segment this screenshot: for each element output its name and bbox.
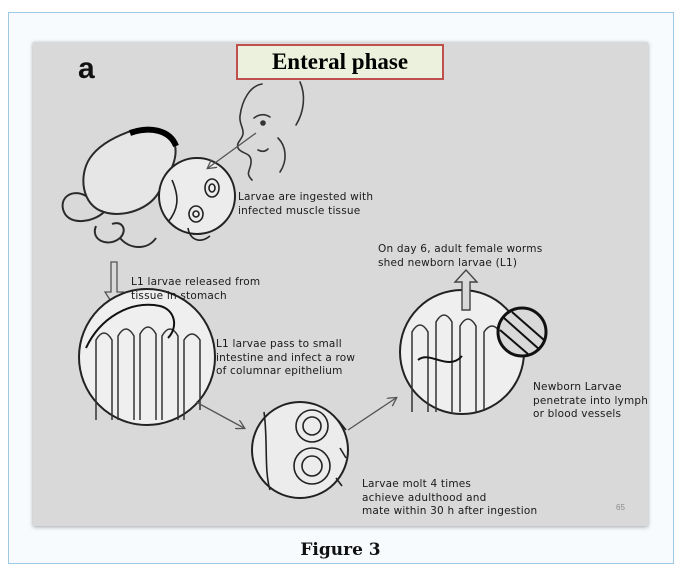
arrow-to-molt — [196, 402, 244, 428]
slide-title: Enteral phase — [236, 44, 444, 80]
human-face-drawing — [238, 82, 304, 180]
figure-caption: Figure 3 — [0, 540, 681, 560]
arrow-to-adult — [348, 398, 396, 430]
arrow-face-to-stomach — [208, 133, 256, 168]
step-penetrate-label: Newborn Larvae penetrate into lymph or b… — [533, 381, 648, 422]
step-release-label: L1 larvae released from tissue in stomac… — [131, 276, 260, 303]
step-invasion-label: L1 larvae pass to small intestine and in… — [216, 338, 355, 379]
panel-letter: a — [78, 52, 95, 86]
step-molt-label: Larvae molt 4 times achieve adulthood an… — [362, 478, 537, 519]
step-shed-label: On day 6, adult female worms shed newbor… — [378, 243, 542, 270]
slide-page-number: 65 — [616, 503, 625, 512]
intestine-magnified-circle — [79, 289, 215, 425]
step-ingestion-label: Larvae are ingested with infected muscle… — [238, 191, 373, 218]
